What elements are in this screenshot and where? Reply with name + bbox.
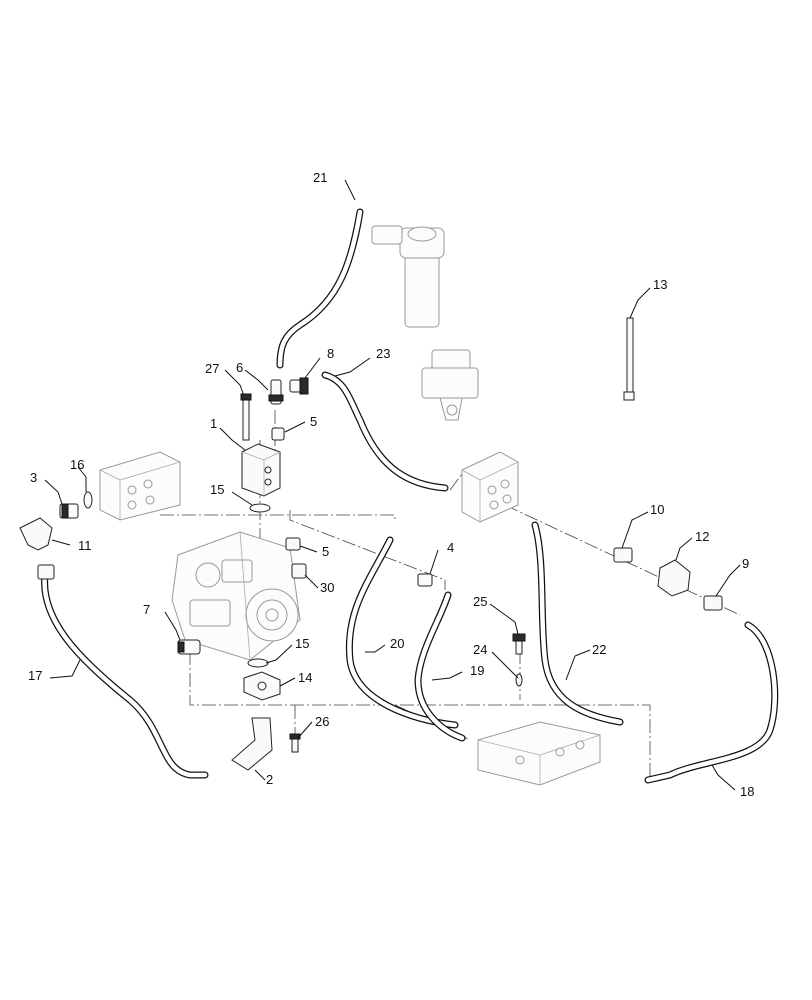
hose-17 <box>41 571 209 779</box>
part-12-adapter <box>657 559 691 597</box>
callout-12: 12 <box>695 529 709 544</box>
part-3-fitting <box>59 503 79 519</box>
part-30-fitting <box>291 563 307 579</box>
leader-lines <box>44 179 741 791</box>
callout-14: 14 <box>298 670 312 685</box>
valve-block-right <box>461 451 519 523</box>
hose-18 <box>644 621 779 784</box>
callout-13: 13 <box>653 277 667 292</box>
callout-20: 20 <box>390 636 404 651</box>
part-13-cable-tie <box>623 317 635 401</box>
hose-23 <box>321 371 449 492</box>
hose-19 <box>414 591 466 742</box>
callout-4: 4 <box>447 540 454 555</box>
callout-1: 1 <box>210 416 217 431</box>
callout-17: 17 <box>28 668 42 683</box>
part-15-oring-bottom <box>247 658 269 668</box>
callout-7: 7 <box>143 602 150 617</box>
part-1-valve-block <box>241 443 281 497</box>
callout-3: 3 <box>30 470 37 485</box>
part-4-fitting <box>417 573 433 587</box>
hydraulic-pump <box>171 531 301 661</box>
callout-8: 8 <box>327 346 334 361</box>
solenoid-valve <box>421 349 479 421</box>
valve-block-left <box>99 451 181 521</box>
callout-2: 2 <box>266 772 273 787</box>
callout-15a: 15 <box>210 482 224 497</box>
part-24-washer <box>515 673 523 687</box>
callout-18: 18 <box>740 784 754 799</box>
callout-11: 11 <box>78 538 92 553</box>
callout-21: 21 <box>313 170 327 185</box>
callout-23: 23 <box>376 346 390 361</box>
part-15-oring-top <box>249 503 271 513</box>
part-25-bolt <box>512 633 526 655</box>
part-11-elbow <box>19 517 55 580</box>
callout-9: 9 <box>742 556 749 571</box>
callout-15b: 15 <box>295 636 309 651</box>
callout-26: 26 <box>315 714 329 729</box>
control-valve-bottom <box>477 721 601 786</box>
hose-21 <box>276 208 364 369</box>
part-26-bolt <box>289 733 301 753</box>
part-5-fitting-top <box>271 427 285 441</box>
callout-5b: 5 <box>322 544 329 559</box>
part-6-fitting <box>268 379 284 405</box>
part-7-elbow <box>177 639 201 655</box>
hose-20 <box>345 536 459 729</box>
part-9-fitting <box>703 595 723 611</box>
callout-22: 22 <box>592 642 606 657</box>
callout-24: 24 <box>473 642 487 657</box>
part-27-bolt <box>240 393 252 441</box>
callout-25: 25 <box>473 594 487 609</box>
filter-assembly <box>371 225 445 328</box>
part-2-elbow <box>231 717 273 771</box>
callout-30: 30 <box>320 580 334 595</box>
callout-5a: 5 <box>310 414 317 429</box>
hose-22 <box>531 521 624 726</box>
callout-numbers: 1234556789101112131415151617181920212223… <box>28 170 754 799</box>
callout-10: 10 <box>650 502 664 517</box>
part-5-fitting-pump <box>285 537 301 551</box>
part-14-flange <box>243 671 281 701</box>
part-10-fitting <box>613 547 633 563</box>
callout-16: 16 <box>70 457 84 472</box>
callout-6: 6 <box>236 360 243 375</box>
callout-19: 19 <box>470 663 484 678</box>
part-8-fitting <box>289 377 309 395</box>
part-16-oring <box>83 491 93 509</box>
callout-27: 27 <box>205 361 219 376</box>
